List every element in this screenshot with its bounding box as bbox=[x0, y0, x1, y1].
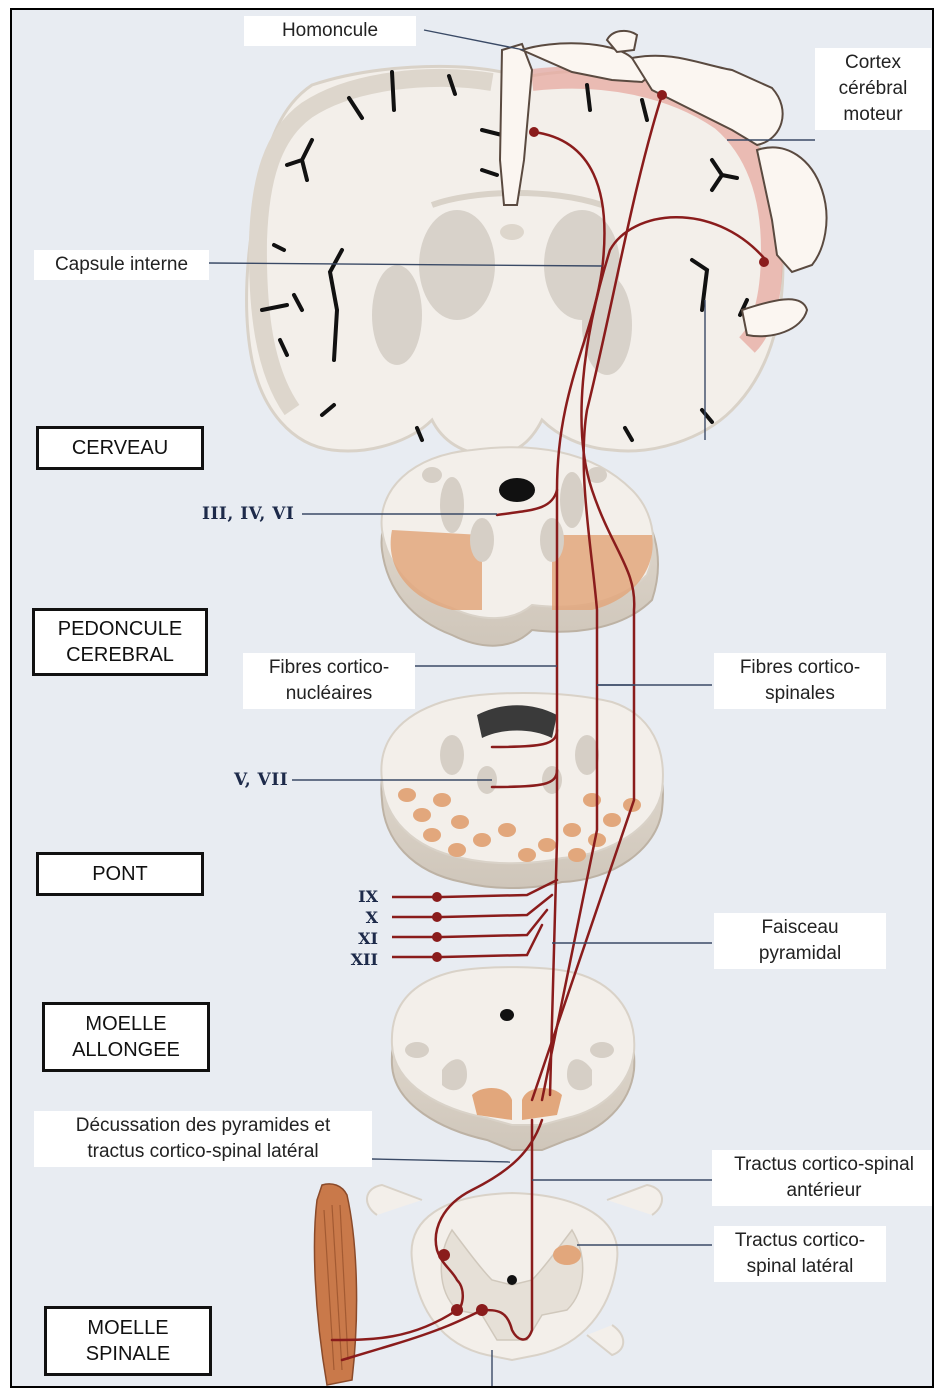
pons-slice bbox=[381, 693, 663, 888]
label-fibres-cortico-spinales: Fibres cortico- spinales bbox=[714, 653, 886, 709]
label-cortex-moteur: Cortex cérébral moteur bbox=[815, 48, 931, 130]
nerve-xii: XII bbox=[338, 949, 378, 970]
label-decussation: Décussation des pyramides et tractus cor… bbox=[34, 1111, 372, 1167]
label-homoncule: Homoncule bbox=[244, 16, 416, 46]
nerve-label-pont: V, VII bbox=[234, 770, 288, 790]
label-fibres-cortico-nucleaires: Fibres cortico- nucléaires bbox=[243, 653, 415, 709]
muscle bbox=[314, 1184, 356, 1385]
nerve-label-bulbe: IX X XI XII bbox=[338, 886, 378, 970]
label-tractus-anterieur: Tractus cortico-spinal antérieur bbox=[712, 1150, 934, 1206]
region-moelle-spinale: MOELLE SPINALE bbox=[44, 1306, 212, 1376]
nerve-ix: IX bbox=[338, 886, 378, 907]
medulla-slice bbox=[392, 967, 634, 1150]
region-cerveau: CERVEAU bbox=[36, 426, 204, 470]
diagram-frame: Homoncule Cortex cérébral moteur Capsule… bbox=[10, 8, 934, 1388]
region-moelle-allongee: MOELLE ALLONGEE bbox=[42, 1002, 210, 1072]
nerve-xi: XI bbox=[338, 928, 378, 949]
label-tractus-lateral: Tractus cortico- spinal latéral bbox=[714, 1226, 886, 1282]
label-faisceau-pyramidal: Faisceau pyramidal bbox=[714, 913, 886, 969]
label-capsule-interne: Capsule interne bbox=[34, 250, 209, 280]
region-pont: PONT bbox=[36, 852, 204, 896]
region-pedoncule-cerebral: PEDONCULE CEREBRAL bbox=[32, 608, 208, 676]
nerve-x: X bbox=[338, 907, 378, 928]
cranial-nerve-lines bbox=[392, 897, 434, 957]
nerve-label-mesencephale: III, IV, VI bbox=[202, 504, 294, 524]
